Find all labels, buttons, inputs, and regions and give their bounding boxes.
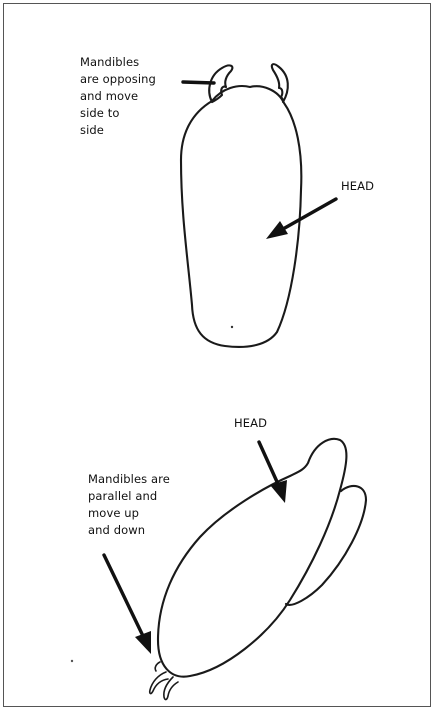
bottom-speck [71, 660, 73, 662]
bottom-mandible-lower [164, 677, 178, 700]
bottom-head-outline [158, 439, 346, 677]
top-head-label: HEAD [341, 178, 374, 195]
bottom-mandibles-label: Mandibles are parallel and move up and d… [88, 471, 170, 539]
top-head-dot [231, 326, 233, 328]
bottom-head-arrow-shaft [259, 442, 278, 484]
top-head-outline [181, 86, 301, 347]
top-mandibles-label: Mandibles are opposing and move side to … [80, 54, 156, 139]
bottom-head-label: HEAD [234, 415, 267, 432]
bottom-mandible-base [155, 662, 160, 671]
top-head-arrow-shaft [283, 199, 336, 229]
top-head-illustration [181, 64, 336, 347]
bottom-mandible-arrow-shaft [104, 555, 143, 636]
top-head-arrow-head [266, 221, 288, 239]
top-mandible-pointer [183, 82, 214, 83]
bottom-mandible-arrow-head [135, 631, 151, 654]
